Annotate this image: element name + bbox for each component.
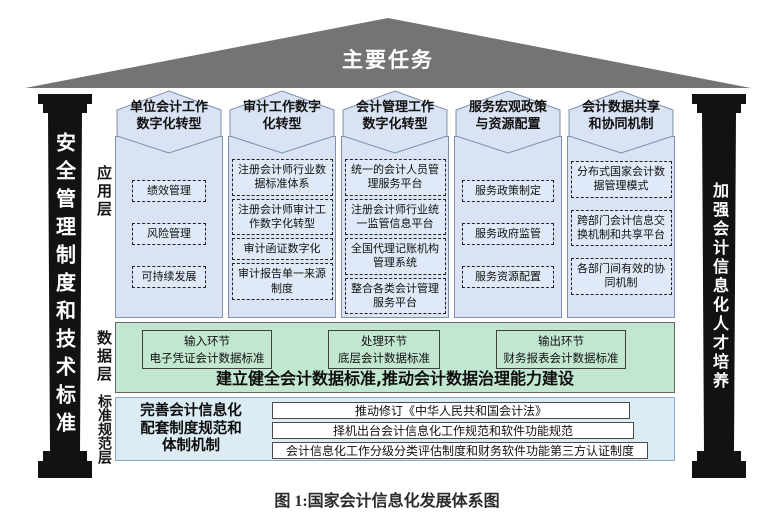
app-column-header: 会计管理工作数字化转型 xyxy=(341,90,449,154)
pillar-left-shape xyxy=(38,94,92,478)
layer-label-data: 数据层 xyxy=(95,330,113,384)
app-column-body: 分布式国家会计数据管理模式 跨部门会计信息交换机制和共享平台 各部门间有效的协同… xyxy=(567,136,675,318)
header-title: 单位会计工作数字化转型 xyxy=(129,100,208,132)
task-item: 注册会计师审计工作数字化转型 xyxy=(231,198,333,236)
task-item: 服务政策制定 xyxy=(462,179,554,203)
data-standard-boxes: 输入环节 电子凭证会计数据标准 处理环节 底层会计数据标准 输出环节 财务报表会… xyxy=(142,330,626,370)
task-item: 审计函证数字化 xyxy=(231,238,333,261)
data-box-standard: 底层会计数据标准 xyxy=(338,350,430,365)
application-layer: 绩效管理 风险管理 可持续发展 单位会计工作数字化转型 注册会计师行业数据标准体… xyxy=(115,90,675,318)
app-column-header: 服务宏观政策与资源配置 xyxy=(454,90,562,154)
header-title: 审计工作数字化转型 xyxy=(242,100,321,132)
standards-item: 会计信息化工作分级分类评估制度和财务软件功能第三方认证制度 xyxy=(272,442,648,459)
data-box-stage: 处理环节 xyxy=(361,334,407,348)
standards-boxes: 推动修订《中华人民共和国会计法》 择机出台会计信息化工作规范和软件功能规范 会计… xyxy=(272,402,648,459)
app-column-header: 单位会计工作数字化转型 xyxy=(115,90,223,154)
data-layer-band: 输入环节 电子凭证会计数据标准 处理环节 底层会计数据标准 输出环节 财务报表会… xyxy=(115,322,675,393)
task-item: 审计报告单一来源制度 xyxy=(231,263,333,301)
app-column-body: 绩效管理 风险管理 可持续发展 xyxy=(115,136,223,318)
header-title: 会计管理工作数字化转型 xyxy=(355,100,434,132)
pillar-right-shape xyxy=(692,94,746,478)
layer-label-standards: 标准规范层 xyxy=(96,394,112,464)
app-column-accounting-management: 统一的会计人员管理服务平台 注册会计师行业统一监管信息平台 全国代理记账机构管理… xyxy=(341,90,449,318)
header-title: 服务宏观政策与资源配置 xyxy=(468,100,547,132)
data-box-stage: 输入环节 xyxy=(184,334,230,348)
standards-item: 择机出台会计信息化工作规范和软件功能规范 xyxy=(272,422,634,439)
header-hexagon xyxy=(116,90,222,154)
task-item: 统一的会计人员管理服务平台 xyxy=(344,159,446,196)
task-item: 跨部门会计信息交换机制和共享平台 xyxy=(570,209,672,247)
header-hexagon xyxy=(568,90,674,154)
header-title: 会计数据共享和协同机制 xyxy=(581,100,660,132)
data-box-output: 输出环节 财务报表会计数据标准 xyxy=(496,330,626,370)
task-item: 注册会计师行业数据标准体系 xyxy=(231,159,333,196)
pillar-left-text: 安全管理制度和技术标准 xyxy=(52,132,77,440)
pillar-right-text: 加强会计信息化人才培养 xyxy=(710,181,729,391)
task-item: 绩效管理 xyxy=(132,179,206,203)
data-box-standard: 财务报表会计数据标准 xyxy=(503,350,619,365)
app-column-header: 会计数据共享和协同机制 xyxy=(567,90,675,154)
standards-item: 推动修订《中华人民共和国会计法》 xyxy=(272,402,630,419)
standards-heading: 完善会计信息化配套制度规范和体制机制 xyxy=(140,403,242,455)
task-item: 服务政府监管 xyxy=(462,222,554,246)
data-box-input: 输入环节 电子凭证会计数据标准 xyxy=(142,330,272,370)
standards-layer-band: 完善会计信息化配套制度规范和体制机制 推动修订《中华人民共和国会计法》 择机出台… xyxy=(115,397,675,461)
task-item: 注册会计师行业统一监管信息平台 xyxy=(344,198,446,236)
pillar-left: 安全管理制度和技术标准 xyxy=(38,94,92,478)
roof-triangle xyxy=(25,18,751,88)
data-box-standard: 电子凭证会计数据标准 xyxy=(149,350,265,365)
task-item: 服务资源配置 xyxy=(462,265,554,289)
data-layer-slogan: 建立健全会计数据标准,推动会计数据治理能力建设 xyxy=(215,369,575,388)
app-column-header: 审计工作数字化转型 xyxy=(228,90,336,154)
app-column-body: 统一的会计人员管理服务平台 注册会计师行业统一监管信息平台 全国代理记账机构管理… xyxy=(341,136,449,318)
header-hexagon xyxy=(455,90,561,154)
app-column-macro-policy: 服务政策制定 服务政府监管 服务资源配置 服务宏观政策与资源配置 xyxy=(454,90,562,318)
app-column-body: 注册会计师行业数据标准体系 注册会计师审计工作数字化转型 审计函证数字化 审计报… xyxy=(228,136,336,318)
data-box-stage: 输出环节 xyxy=(538,334,584,348)
task-item: 全国代理记账机构管理系统 xyxy=(344,238,446,275)
task-item: 风险管理 xyxy=(132,222,206,246)
layer-label-application: 应用层 xyxy=(95,165,113,219)
data-box-process: 处理环节 底层会计数据标准 xyxy=(328,330,440,370)
app-column-data-sharing: 分布式国家会计数据管理模式 跨部门会计信息交换机制和共享平台 各部门间有效的协同… xyxy=(567,90,675,318)
app-column-unit-accounting: 绩效管理 风险管理 可持续发展 单位会计工作数字化转型 xyxy=(115,90,223,318)
task-item: 各部门间有效的协同机制 xyxy=(570,258,672,295)
figure-caption: 图 1:国家会计信息化发展体系图 xyxy=(274,493,500,510)
task-item: 整合各类会计管理服务平台 xyxy=(344,277,446,315)
roof-title: 主要任务 xyxy=(342,48,434,72)
app-column-body: 服务政策制定 服务政府监管 服务资源配置 xyxy=(454,136,562,318)
task-item: 可持续发展 xyxy=(132,265,206,289)
pillar-right: 加强会计信息化人才培养 xyxy=(692,94,746,478)
header-hexagon xyxy=(229,90,335,154)
app-column-audit: 注册会计师行业数据标准体系 注册会计师审计工作数字化转型 审计函证数字化 审计报… xyxy=(228,90,336,318)
task-item: 分布式国家会计数据管理模式 xyxy=(570,161,672,198)
header-hexagon xyxy=(342,90,448,154)
